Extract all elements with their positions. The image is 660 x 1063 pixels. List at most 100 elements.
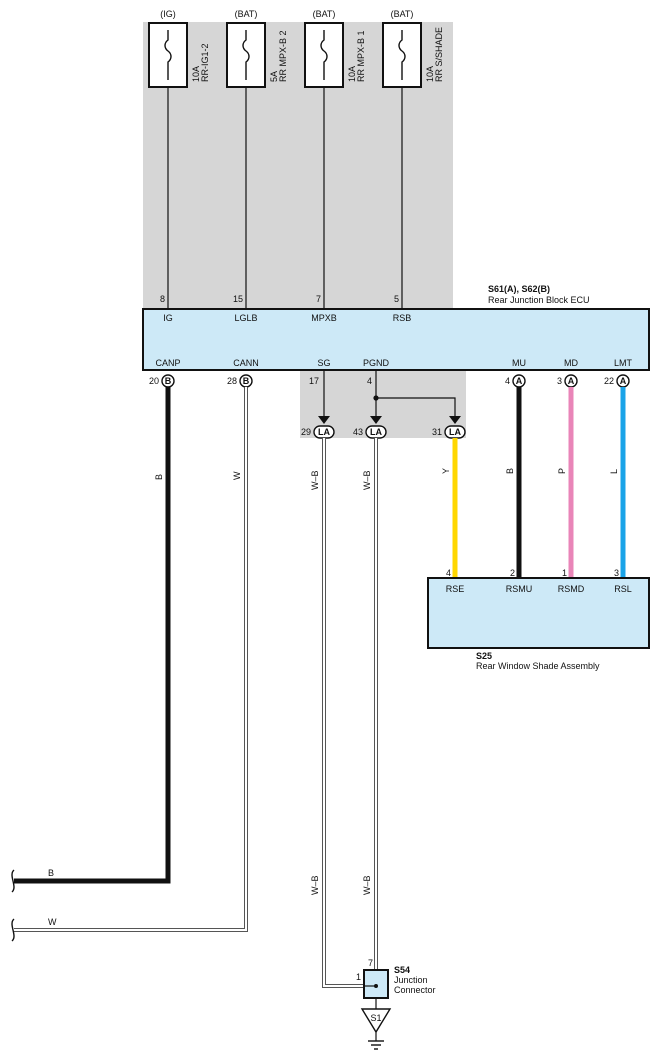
connector-letter: A — [568, 376, 575, 386]
rear-window-shade-assembly: 4 2 1 3 RSE RSMU RSMD RSL S25 Rear Windo… — [427, 568, 650, 671]
pin-number: 4 — [367, 376, 372, 386]
ground-s1: S1 — [360, 998, 392, 1050]
shade-terminal-rsmu: RSMU — [506, 584, 533, 594]
wire-color-rsl: L — [609, 469, 619, 474]
fuse-name: RR MPX-B 1 — [356, 30, 366, 82]
la-connectors: 29 LA 43 LA 31 LA — [301, 425, 466, 439]
wire-cann — [14, 387, 247, 931]
wire-color-sg: W–B — [310, 470, 320, 490]
junction-code: S54 — [394, 965, 410, 975]
fuse-element-icon — [164, 30, 172, 80]
wire-canp — [14, 387, 171, 884]
junction-arrows — [318, 416, 461, 424]
wire-cann-outline — [14, 387, 248, 932]
ecu-box — [142, 308, 650, 371]
fuse-name: RR-IG1-2 — [200, 43, 210, 82]
shade-terminal-rse: RSE — [446, 584, 465, 594]
fuse-name: RR MPX-B 2 — [278, 30, 288, 82]
pin-number: 31 — [432, 427, 442, 437]
ecu-terminal-canp: CANP — [155, 358, 180, 368]
pin-number: 4 — [505, 376, 510, 386]
fuse-pin: 8 — [160, 294, 165, 304]
wire-sg — [323, 438, 364, 987]
connector-label: LA — [370, 427, 382, 437]
ground-label: S1 — [370, 1013, 381, 1023]
fuse-source-label: (BAT) — [313, 9, 336, 19]
pin-number: 28 — [227, 376, 237, 386]
shade-assy-code: S25 — [476, 651, 492, 661]
shade-pin: 1 — [562, 568, 567, 578]
fuse-element-icon — [398, 30, 406, 80]
wire-color-canp: B — [154, 474, 164, 480]
connector-label: LA — [318, 427, 330, 437]
wire-sg-outline — [322, 438, 364, 988]
connector-label: LA — [449, 427, 461, 437]
wire-color-pgnd-lower: W–B — [362, 875, 372, 895]
fuse-rr-mpx-b2: (BAT) 5A RR MPX-B 2 15 — [226, 9, 288, 304]
arrow-down-icon — [370, 416, 382, 424]
ecu-terminal-mu: MU — [512, 358, 526, 368]
ecu-terminal-cann: CANN — [233, 358, 259, 368]
ecu-terminal-md: MD — [564, 358, 578, 368]
shade-terminal-rsmd: RSMD — [558, 584, 585, 594]
fuse-rating: 10A — [425, 66, 435, 82]
shade-assy-name: Rear Window Shade Assembly — [476, 661, 600, 671]
shade-assy-box — [427, 577, 650, 649]
shade-pin: 2 — [510, 568, 515, 578]
wire-pgnd-branch — [376, 397, 456, 418]
fuse-rating: 10A — [347, 66, 357, 82]
wire-break-icon — [11, 869, 15, 893]
ecu-terminal-lglb: LGLB — [234, 313, 257, 323]
ecu-code: S61(A), S62(B) — [488, 284, 550, 294]
junction-pin-top: 7 — [368, 958, 373, 968]
pin-number: 29 — [301, 427, 311, 437]
shade-terminal-rsl: RSL — [614, 584, 632, 594]
ecu-terminal-mpxb: MPXB — [311, 313, 337, 323]
fuse-element-icon — [242, 30, 250, 80]
connector-letter: B — [243, 376, 250, 386]
junction-pin-left: 1 — [356, 972, 361, 982]
connector-letter: B — [165, 376, 172, 386]
ecu-name: Rear Junction Block ECU — [488, 295, 590, 305]
wire-color-pgnd: W–B — [362, 470, 372, 490]
fuse-element-icon — [320, 30, 328, 80]
wire-color-sg-lower: W–B — [310, 875, 320, 895]
fuse-pin: 7 — [316, 294, 321, 304]
ecu-terminal-ig: IG — [163, 313, 173, 323]
arrow-down-icon — [318, 416, 330, 424]
ecu-terminal-sg: SG — [317, 358, 330, 368]
ecu-terminal-pgnd: PGND — [363, 358, 390, 368]
pin-number: 43 — [353, 427, 363, 437]
junction-name-line2: Connector — [394, 985, 436, 995]
fuse-pin: 5 — [394, 294, 399, 304]
wire-color-cann-end: W — [48, 917, 57, 927]
wire-break-icon — [11, 918, 15, 942]
ground-triangle-icon — [360, 1008, 392, 1034]
junction-name-line1: Junction — [394, 975, 428, 985]
wire-color-canp-end: B — [48, 868, 54, 878]
wire-color-rsmu: B — [505, 468, 515, 474]
pin-number: 3 — [557, 376, 562, 386]
pin-number: 17 — [309, 376, 319, 386]
connector-letter: A — [620, 376, 627, 386]
shade-pin: 3 — [614, 568, 619, 578]
splice-dot — [373, 395, 379, 401]
ecu-terminal-lmt: LMT — [614, 358, 633, 368]
arrow-down-icon — [449, 416, 461, 424]
pin-number: 20 — [149, 376, 159, 386]
fuse-wires — [167, 87, 403, 309]
wire-color-rse: Y — [441, 468, 451, 474]
wire-color-rsmd: P — [557, 468, 567, 474]
connector-letter: A — [516, 376, 523, 386]
fuse-rating: 10A — [191, 66, 201, 82]
fuse-source-label: (BAT) — [391, 9, 414, 19]
shade-pin: 4 — [446, 568, 451, 578]
ecu-terminal-rsb: RSB — [393, 313, 412, 323]
rear-junction-block-ecu: S61(A), S62(B) Rear Junction Block ECU I… — [142, 284, 650, 371]
ground-internal-wiring — [323, 370, 456, 418]
fuse-pin: 15 — [233, 294, 243, 304]
fuse-rr-ig1-2: (IG) 10A RR-IG1-2 8 — [148, 9, 210, 304]
pin-number: 22 — [604, 376, 614, 386]
fuse-source-label: (IG) — [160, 9, 176, 19]
